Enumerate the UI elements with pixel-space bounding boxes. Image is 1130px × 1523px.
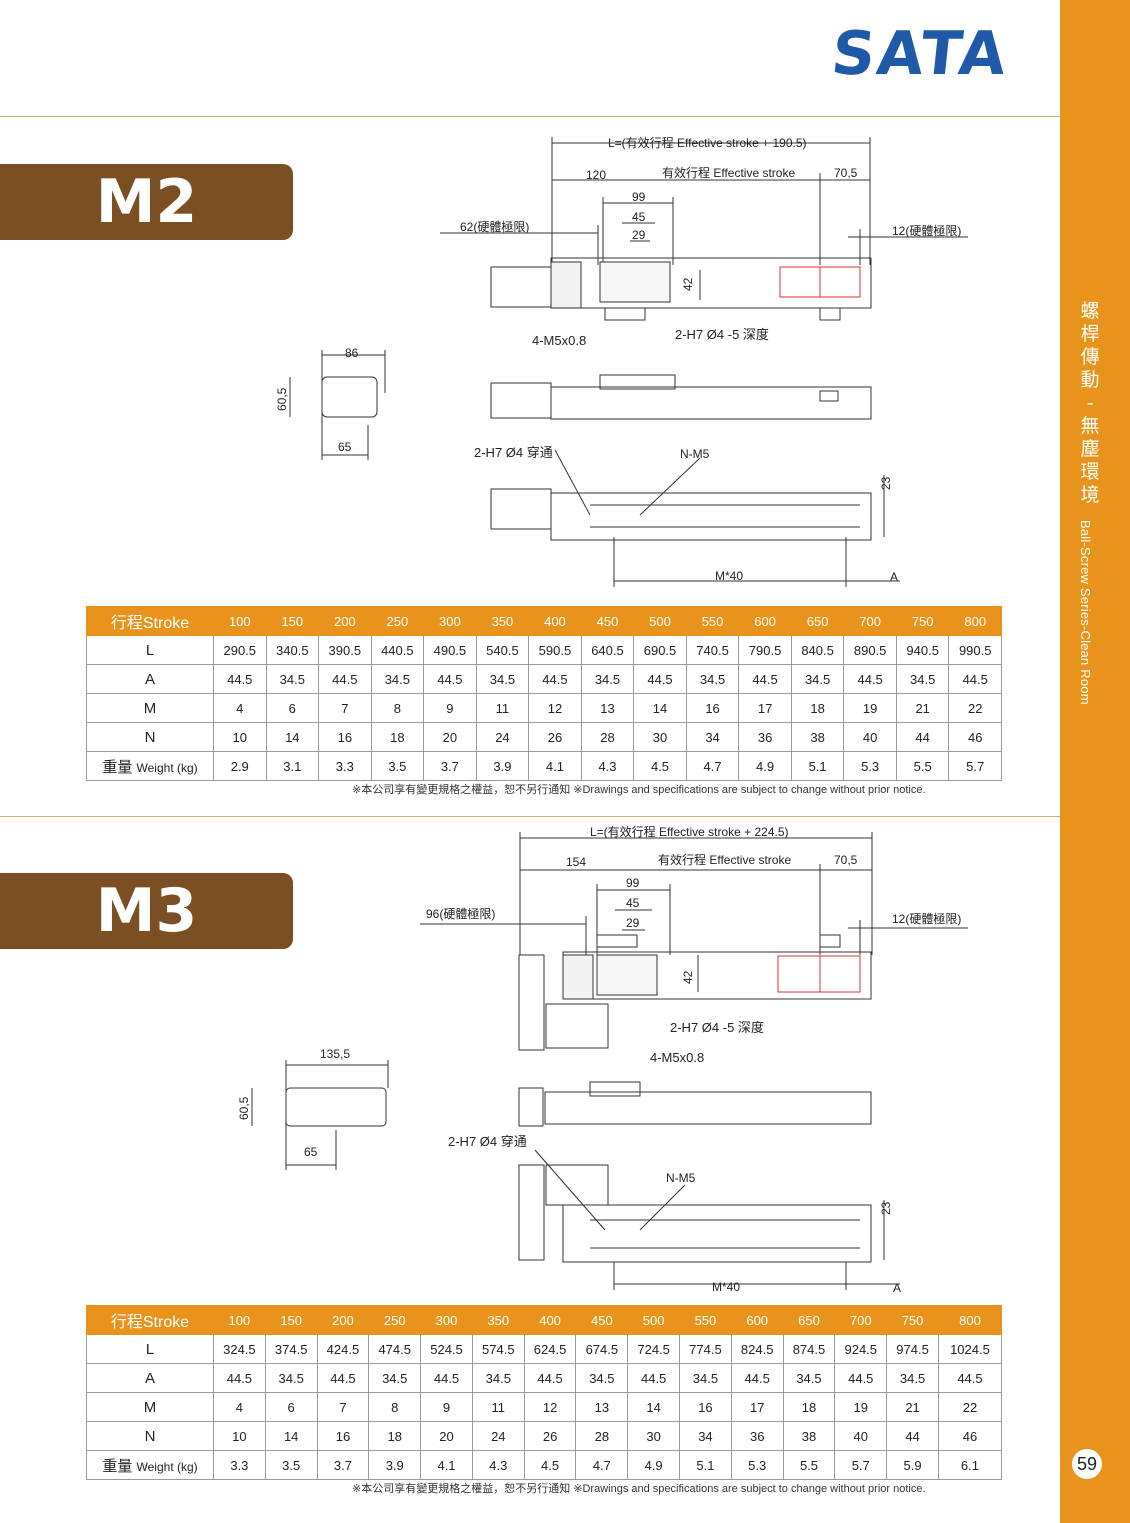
page-number: 59 (1072, 1449, 1102, 1479)
svg-text:M*40: M*40 (712, 1280, 740, 1294)
svg-text:L=(有效行程 Effective stroke + 224: L=(有效行程 Effective stroke + 224.5) (590, 824, 789, 839)
drawing-m3: L=(有效行程 Effective stroke + 224.5) 154 有效… (237, 824, 968, 1295)
svg-text:70,5: 70,5 (834, 166, 858, 180)
footnote-m2: ※本公司享有變更規格之權益，恕不另行通知 ※Drawings and speci… (352, 784, 926, 796)
svg-text:12(硬體極限): 12(硬體極限) (892, 223, 961, 238)
svg-text:A: A (890, 570, 898, 584)
end-view (251, 1060, 389, 1170)
divider-middle (0, 816, 1060, 817)
svg-text:N-M5: N-M5 (666, 1171, 696, 1185)
actuator-bottom-view (518, 1149, 900, 1290)
svg-text:96(硬體極限): 96(硬體極限) (426, 906, 495, 921)
actuator-top-view (518, 934, 872, 1051)
svg-text:65: 65 (304, 1145, 318, 1159)
svg-text:A: A (893, 1281, 901, 1295)
sata-logo: SATA (828, 19, 1012, 89)
svg-text:45: 45 (632, 210, 646, 224)
side-tab (1060, 0, 1130, 1523)
sidebar-title-cn: 螺桿傳 動-無 塵環境 (1080, 300, 1100, 506)
svg-text:M*40: M*40 (715, 569, 743, 583)
svg-text:N-M5: N-M5 (680, 447, 710, 461)
svg-text:2-H7 Ø4 穿通: 2-H7 Ø4 穿通 (448, 1134, 527, 1149)
svg-text:12(硬體極限): 12(硬體極限) (892, 911, 961, 926)
footnote-m3: ※本公司享有變更規格之權益，恕不另行通知 ※Drawings and speci… (352, 1483, 926, 1495)
svg-text:70,5: 70,5 (834, 853, 858, 867)
svg-text:2-H7 Ø4 穿通: 2-H7 Ø4 穿通 (474, 445, 553, 460)
svg-text:29: 29 (626, 916, 640, 930)
svg-text:42: 42 (681, 277, 695, 291)
svg-text:23: 23 (879, 1201, 893, 1215)
svg-text:有效行程 Effective stroke: 有效行程 Effective stroke (662, 165, 795, 180)
sidebar-title-en: Ball-Screw Series-Clean Room (1078, 520, 1093, 705)
svg-text:60,5: 60,5 (275, 387, 289, 411)
divider-top (0, 116, 1060, 117)
svg-text:65: 65 (338, 440, 352, 454)
svg-text:29: 29 (632, 228, 646, 242)
svg-text:60,5: 60,5 (237, 1096, 251, 1120)
dimension-lines (440, 137, 968, 300)
svg-text:L=(有效行程 Effective stroke + 190: L=(有效行程 Effective stroke + 190.5) (608, 135, 807, 150)
actuator-side-view (518, 1081, 872, 1127)
model-badge-m3: M3 (0, 873, 293, 949)
actuator-side-view (490, 374, 872, 420)
svg-text:86: 86 (345, 346, 359, 360)
svg-text:99: 99 (626, 876, 640, 890)
svg-text:62(硬體極限): 62(硬體極限) (460, 219, 529, 234)
svg-text:42: 42 (681, 970, 695, 984)
svg-text:135,5: 135,5 (320, 1047, 350, 1061)
svg-text:23: 23 (879, 476, 893, 490)
svg-text:2-H7 Ø4 -5 深度: 2-H7 Ø4 -5 深度 (670, 1020, 764, 1035)
svg-text:4-M5x0.8: 4-M5x0.8 (650, 1050, 704, 1065)
end-view (289, 350, 386, 460)
model-badge-m2: M2 (0, 164, 293, 240)
svg-text:45: 45 (626, 896, 640, 910)
actuator-top-view (490, 257, 872, 321)
svg-text:154: 154 (566, 855, 586, 869)
svg-text:有效行程 Effective stroke: 有效行程 Effective stroke (658, 852, 791, 867)
svg-text:99: 99 (632, 190, 646, 204)
svg-text:4-M5x0.8: 4-M5x0.8 (532, 333, 586, 348)
svg-text:120: 120 (586, 168, 606, 182)
dimension-lines (420, 832, 968, 992)
actuator-bottom-view (490, 449, 900, 587)
svg-text:2-H7 Ø4 -5 深度: 2-H7 Ø4 -5 深度 (675, 327, 769, 342)
drawing-m2: L=(有效行程 Effective stroke + 190.5) 120 有效… (275, 135, 968, 587)
